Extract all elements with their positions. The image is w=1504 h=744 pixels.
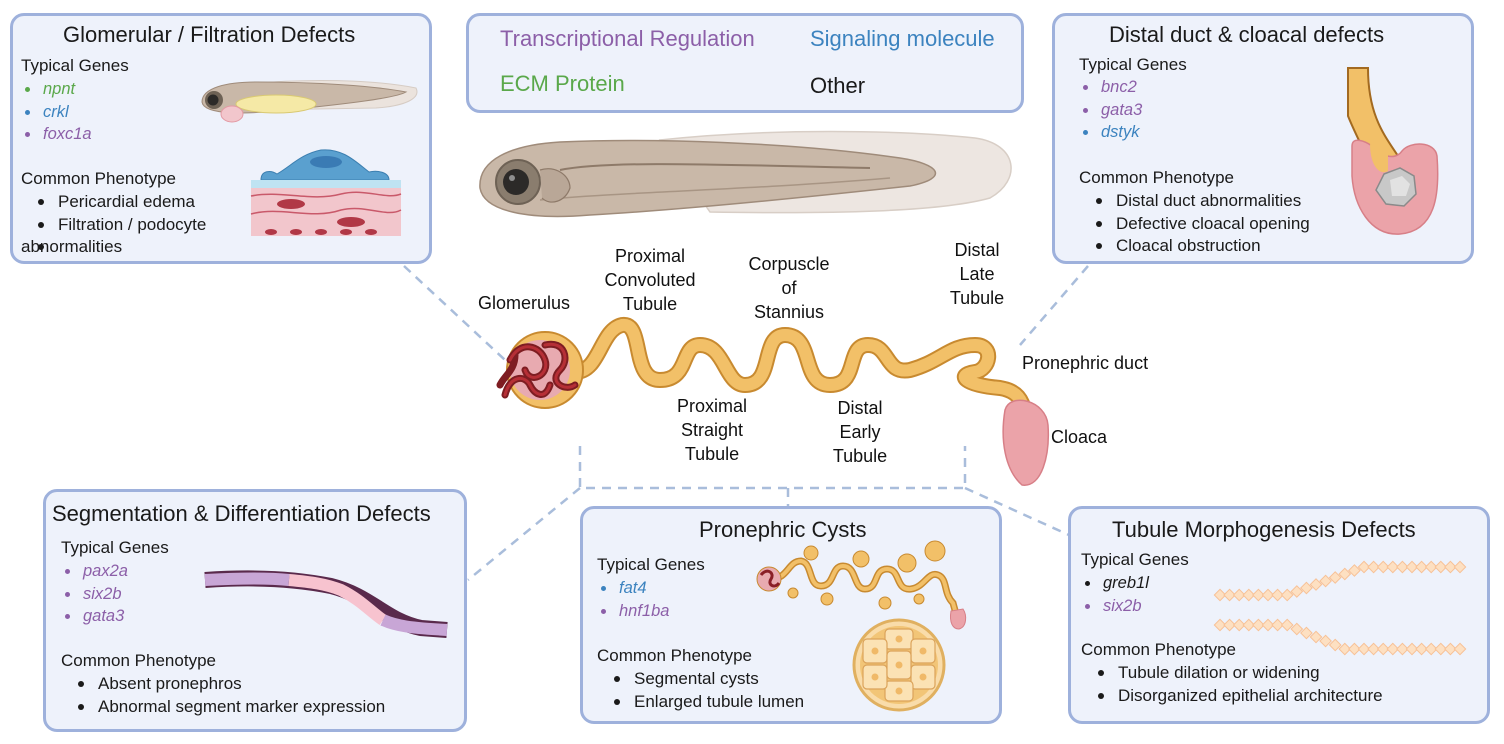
phenotype-item: Enlarged tubule lumen	[597, 691, 804, 714]
panel-title: Distal duct & cloacal defects	[1109, 22, 1385, 47]
phenotype-list: Segmental cysts Enlarged tubule lumen	[597, 668, 804, 713]
label-proximal-convoluted-tubule: Proximal Convoluted Tubule	[604, 246, 696, 314]
phenotype-item: Tubule dilation or widening	[1081, 662, 1383, 685]
gene-item: gata3	[1079, 99, 1142, 122]
label-proximal-straight-tubule: Proximal Straight Tubule	[676, 396, 747, 464]
phenotype-item: Cloacal obstruction	[1079, 235, 1310, 258]
typical-genes-label: Typical Genes	[21, 56, 129, 75]
gene-item: pax2a	[61, 560, 128, 583]
panel-segmentation-defects: Segmentation & Differentiation Defects T…	[43, 489, 467, 732]
label-distal-early-tubule: Distal Early Tubule	[832, 398, 888, 466]
panel-pronephric-cysts: Pronephric Cysts Typical Genes fat4 hnf1…	[580, 506, 1002, 724]
panel-glomerular-defects: Glomerular / Filtration Defects Typical …	[10, 13, 432, 264]
zebrafish-larva-illustration	[479, 130, 1012, 218]
legend-panel: Transcriptional Regulation Signaling mol…	[466, 13, 1024, 113]
phenotype-list: Distal duct abnormalities Defective cloa…	[1079, 190, 1310, 258]
gene-list: greb1l six2b	[1081, 572, 1149, 617]
gene-item: greb1l	[1081, 572, 1149, 595]
gene-list: pax2a six2b gata3	[61, 560, 128, 628]
panel-title: Tubule Morphogenesis Defects	[1112, 517, 1416, 542]
gene-list: npnt crkl foxc1a	[21, 78, 92, 146]
gene-item: bnc2	[1079, 76, 1142, 99]
phenotype-item: Disorganized epithelial architecture	[1081, 685, 1383, 708]
panel-title: Glomerular / Filtration Defects	[63, 22, 356, 47]
panel-title: Segmentation & Differentiation Defects	[52, 501, 431, 526]
phenotype-list: Pericardial edema Filtration / podocyte …	[21, 191, 206, 259]
typical-genes-label: Typical Genes	[61, 538, 169, 557]
phenotype-item: Absent pronephros	[61, 673, 385, 696]
phenotype-item: Distal duct abnormalities	[1079, 190, 1310, 213]
label-pronephric-duct: Pronephric duct	[1022, 353, 1149, 373]
panel-distal-cloacal-defects: Distal duct & cloacal defects Typical Ge…	[1052, 13, 1474, 264]
label-glomerulus: Glomerulus	[478, 293, 571, 313]
gene-list: bnc2 gata3 dstyk	[1079, 76, 1142, 144]
phenotype-item: Pericardial edema	[21, 191, 206, 214]
legend-ecm: ECM Protein	[500, 71, 625, 96]
panel-tubule-morphogenesis: Tubule Morphogenesis Defects Typical Gen…	[1068, 506, 1490, 724]
legend-other: Other	[810, 73, 866, 98]
cystic-pronephros-illustration	[756, 540, 967, 630]
typical-genes-label: Typical Genes	[597, 555, 705, 574]
phenotype-label: Common Phenotype	[61, 651, 216, 670]
typical-genes-label: Typical Genes	[1079, 55, 1187, 74]
gene-item: six2b	[61, 583, 128, 606]
gene-list: fat4 hnf1ba	[597, 577, 669, 622]
phenotype-label: Common Phenotype	[597, 646, 752, 665]
panel-title: Pronephric Cysts	[699, 517, 867, 542]
label-corpuscle-of-stannius: Corpuscle of Stannius	[748, 254, 830, 322]
phenotype-item-continued: abnormalities	[21, 236, 206, 259]
larva-edema-illustration	[201, 80, 418, 123]
gene-item: hnf1ba	[597, 600, 669, 623]
phenotype-label: Common Phenotype	[1081, 640, 1236, 659]
typical-genes-label: Typical Genes	[1081, 550, 1189, 569]
phenotype-item: Filtration / podocyte	[21, 214, 206, 237]
phenotype-item: Abnormal segment marker expression	[61, 696, 385, 719]
phenotype-item: Segmental cysts	[597, 668, 804, 691]
phenotype-item: Defective cloacal opening	[1079, 213, 1310, 236]
label-cloaca: Cloaca	[1051, 427, 1108, 447]
gene-item: npnt	[21, 78, 92, 101]
phenotype-label: Common Phenotype	[21, 169, 176, 188]
legend-transcriptional: Transcriptional Regulation	[500, 26, 755, 51]
gene-item: foxc1a	[21, 123, 92, 146]
gene-item: dstyk	[1079, 121, 1142, 144]
podocyte-illustration	[250, 149, 402, 236]
phenotype-list: Tubule dilation or widening Disorganized…	[1081, 662, 1383, 707]
gene-item: crkl	[21, 101, 92, 124]
gene-item: six2b	[1081, 595, 1149, 618]
gene-item: fat4	[597, 577, 669, 600]
legend-signaling: Signaling molecule	[810, 26, 995, 51]
phenotype-list: Absent pronephros Abnormal segment marke…	[61, 673, 385, 718]
cyst-cross-section-illustration	[852, 618, 946, 712]
phenotype-label: Common Phenotype	[1079, 168, 1234, 187]
label-distal-late-tubule: Distal Late Tubule	[949, 240, 1005, 308]
epithelial-tubule-illustration	[1213, 560, 1467, 656]
cloacal-obstruction-illustration	[1347, 67, 1439, 235]
segmented-tubule-illustration	[204, 570, 448, 638]
gene-item: gata3	[61, 605, 128, 628]
